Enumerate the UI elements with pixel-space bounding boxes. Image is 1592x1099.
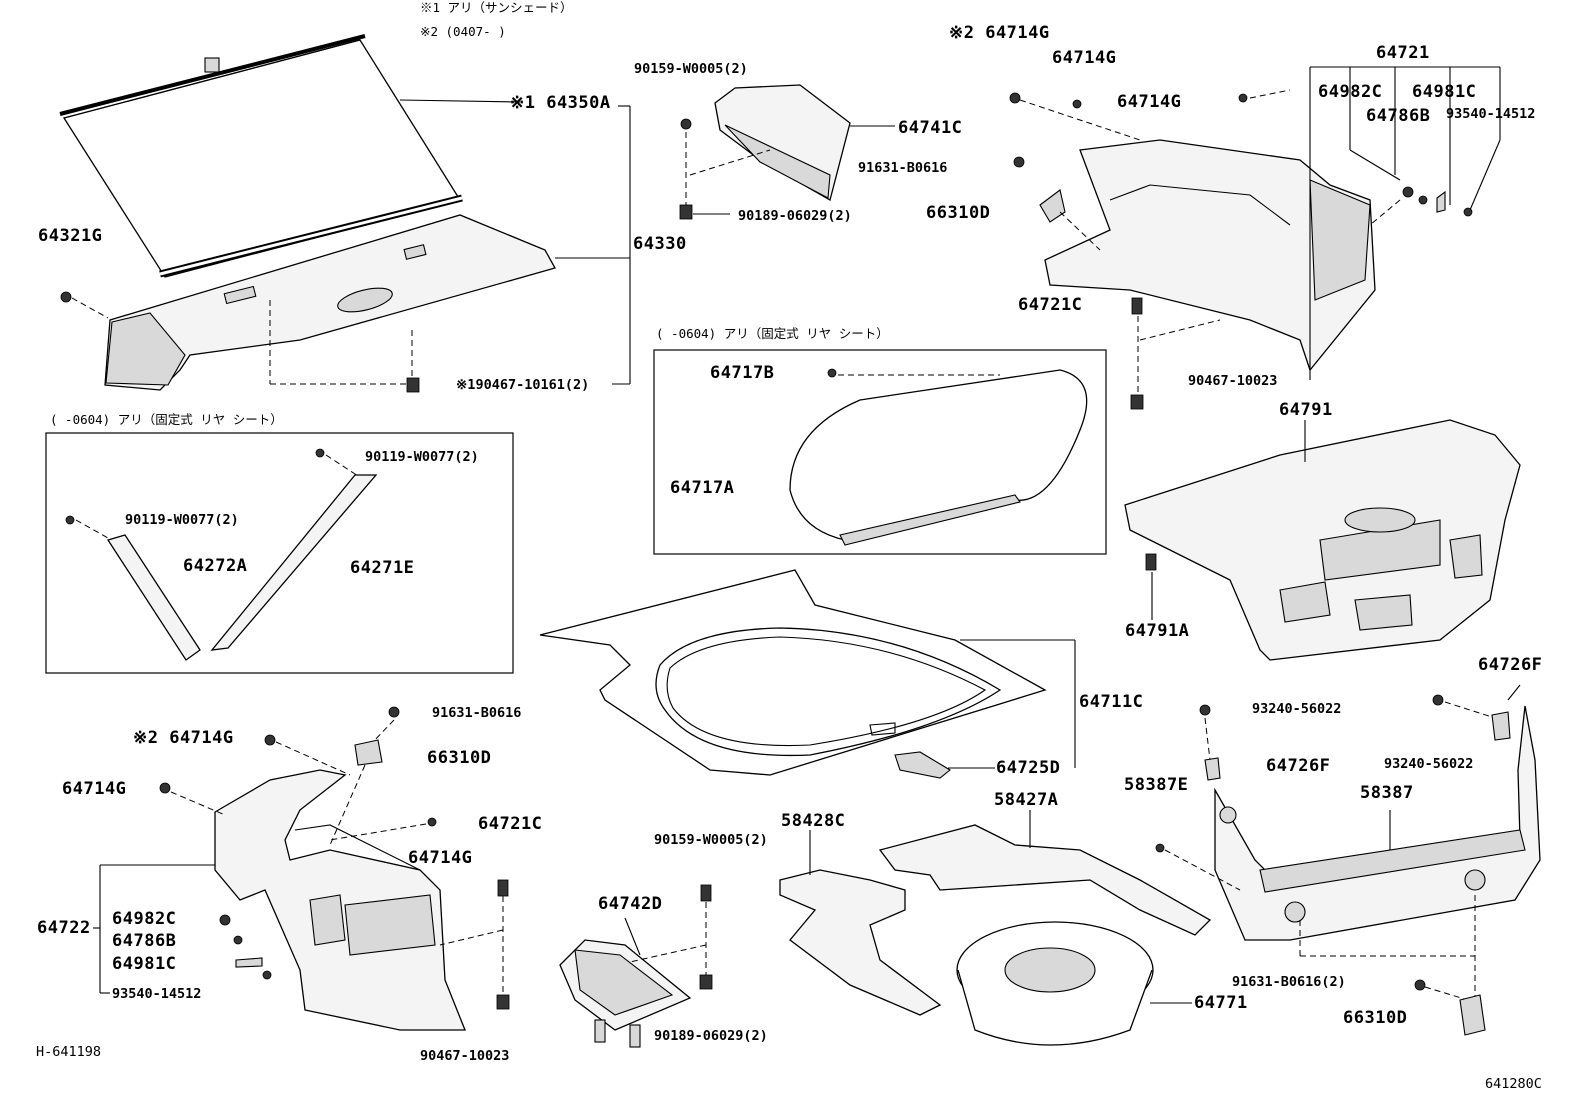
label-91631-a: 91631-B0616 — [858, 160, 948, 176]
label-90467-10161: ※190467-10161(2) — [456, 377, 590, 393]
note-fixed-seat-left: ( -0604) アリ（固定式 リヤ シート） — [50, 412, 283, 427]
label-93540-a: 93540-14512 — [1446, 106, 1536, 122]
spare-tire-box-64771 — [956, 921, 1192, 1046]
label-64350A: ※1 64350A — [510, 93, 611, 113]
label-64321G: 64321G — [38, 226, 103, 246]
board-64717A — [789, 368, 1088, 546]
label-93240-b: 93240-56022 — [1384, 756, 1474, 772]
label-64714G-a: ※2 64714G — [949, 23, 1050, 43]
side-trim-64722 — [159, 706, 510, 1031]
scuff-plate-58387 — [1155, 705, 1541, 1036]
hook-64725D — [894, 751, 995, 779]
label-90159-top: 90159-W0005(2) — [634, 61, 748, 77]
label-64982C-b: 64982C — [112, 909, 177, 929]
label-66310D-b: 66310D — [427, 748, 492, 768]
label-64791: 64791 — [1279, 400, 1333, 420]
label-64722: 64722 — [37, 918, 91, 938]
label-64786B-a: 64786B — [1366, 106, 1431, 126]
label-90189-bot: 90189-06029(2) — [654, 1028, 768, 1044]
label-64721: 64721 — [1376, 43, 1430, 63]
label-64981C-a: 64981C — [1412, 82, 1477, 102]
note-date-range: ※2 (0407- ) — [420, 24, 506, 39]
diagram-ref-left: H-641198 — [36, 1044, 102, 1060]
label-64786B-b: 64786B — [112, 931, 177, 951]
label-58427A: 58427A — [994, 790, 1059, 810]
label-64721C-a: 64721C — [1018, 295, 1083, 315]
label-64271E: 64271E — [350, 558, 415, 578]
label-91631-c: 91631-B0616(2) — [1232, 974, 1346, 990]
label-64742D: 64742D — [598, 894, 663, 914]
label-90119-a: 90119-W0077(2) — [365, 449, 479, 465]
label-64981C-b: 64981C — [112, 954, 177, 974]
panel-58427A — [878, 810, 1212, 936]
label-90159-bot: 90159-W0005(2) — [654, 832, 768, 848]
label-93240-a: 93240-56022 — [1252, 701, 1342, 717]
label-64714G-c: 64714G — [1117, 92, 1182, 112]
package-tray-64330 — [104, 214, 556, 391]
hook-64726F — [1199, 684, 1521, 781]
label-93540-b: 93540-14512 — [112, 986, 202, 1002]
label-64791A: 64791A — [1125, 621, 1190, 641]
detail-box-middle — [653, 349, 1107, 555]
label-58428C: 58428C — [781, 811, 846, 831]
detail-box-left — [45, 432, 514, 674]
label-64721C-b: 64721C — [478, 814, 543, 834]
panel-58428C — [779, 830, 942, 1016]
brace-64271E — [210, 448, 378, 651]
storage-box-64742D — [559, 884, 713, 1048]
note-sunshade: ※1 アリ（サンシェード） — [420, 0, 573, 15]
label-64717B: 64717B — [710, 363, 775, 383]
label-90467-b: 90467-10023 — [420, 1048, 510, 1064]
diagram-ref-right: 641280C — [1485, 1076, 1542, 1092]
fastener-64321G — [60, 291, 109, 319]
label-58387: 58387 — [1360, 783, 1414, 803]
label-64726F-a: 64726F — [1266, 756, 1331, 776]
label-64714G-b: 64714G — [1052, 48, 1117, 68]
label-64982C-a: 64982C — [1318, 82, 1383, 102]
label-64711C: 64711C — [1079, 692, 1144, 712]
label-64330: 64330 — [633, 234, 687, 254]
label-64714G-e: 64714G — [62, 779, 127, 799]
label-90467-a: 90467-10023 — [1188, 373, 1278, 389]
sunshade-64350A — [59, 34, 463, 278]
label-66310D-a: 66310D — [926, 203, 991, 223]
label-64725D: 64725D — [996, 758, 1061, 778]
label-64771: 64771 — [1194, 993, 1248, 1013]
label-58387E: 58387E — [1124, 775, 1189, 795]
clip-90467-10161 — [406, 377, 420, 393]
label-64272A: 64272A — [183, 556, 248, 576]
label-64714G-f: 64714G — [408, 848, 473, 868]
label-64717A: 64717A — [670, 478, 735, 498]
label-91631-b: 91631-B0616 — [432, 705, 522, 721]
label-66310D-c: 66310D — [1343, 1008, 1408, 1028]
floor-mat-64711C — [539, 569, 1076, 776]
label-90189-top: 90189-06029(2) — [738, 208, 852, 224]
note-fixed-seat-mid: ( -0604) アリ（固定式 リヤ シート） — [656, 326, 889, 341]
side-trim-64721 — [1009, 89, 1376, 410]
label-64726F-b: 64726F — [1478, 655, 1543, 675]
label-90119-b: 90119-W0077(2) — [125, 512, 239, 528]
storage-box-64741C — [679, 84, 895, 220]
brace-64272A — [65, 515, 201, 661]
label-64741C: 64741C — [898, 118, 963, 138]
trunk-lid-trim-64791 — [1124, 419, 1521, 661]
label-64714G-d: ※2 64714G — [133, 728, 234, 748]
